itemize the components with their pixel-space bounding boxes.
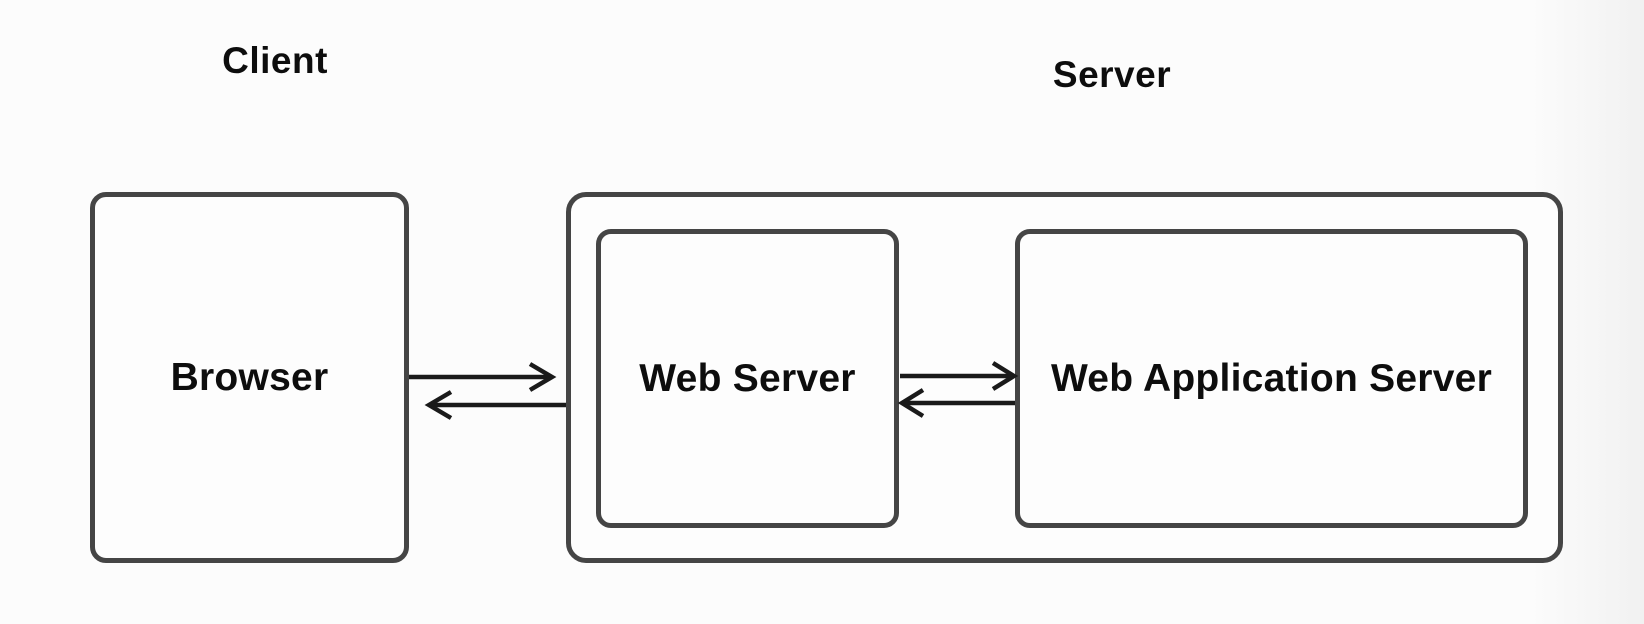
- web-server-node: Web Server: [596, 229, 899, 528]
- web-server-node-label: Web Server: [639, 356, 856, 400]
- browser-node: Browser: [90, 192, 409, 563]
- web-application-server-node-label: Web Application Server: [1050, 356, 1493, 400]
- browser-node-label: Browser: [170, 355, 329, 399]
- web-application-server-node: Web Application Server: [1015, 229, 1528, 528]
- arrow-server-to-browser-icon: [424, 390, 566, 420]
- server-section-label: Server: [1052, 54, 1172, 95]
- client-section-label: Client: [222, 40, 328, 81]
- arrow-browser-to-server-icon: [409, 362, 557, 392]
